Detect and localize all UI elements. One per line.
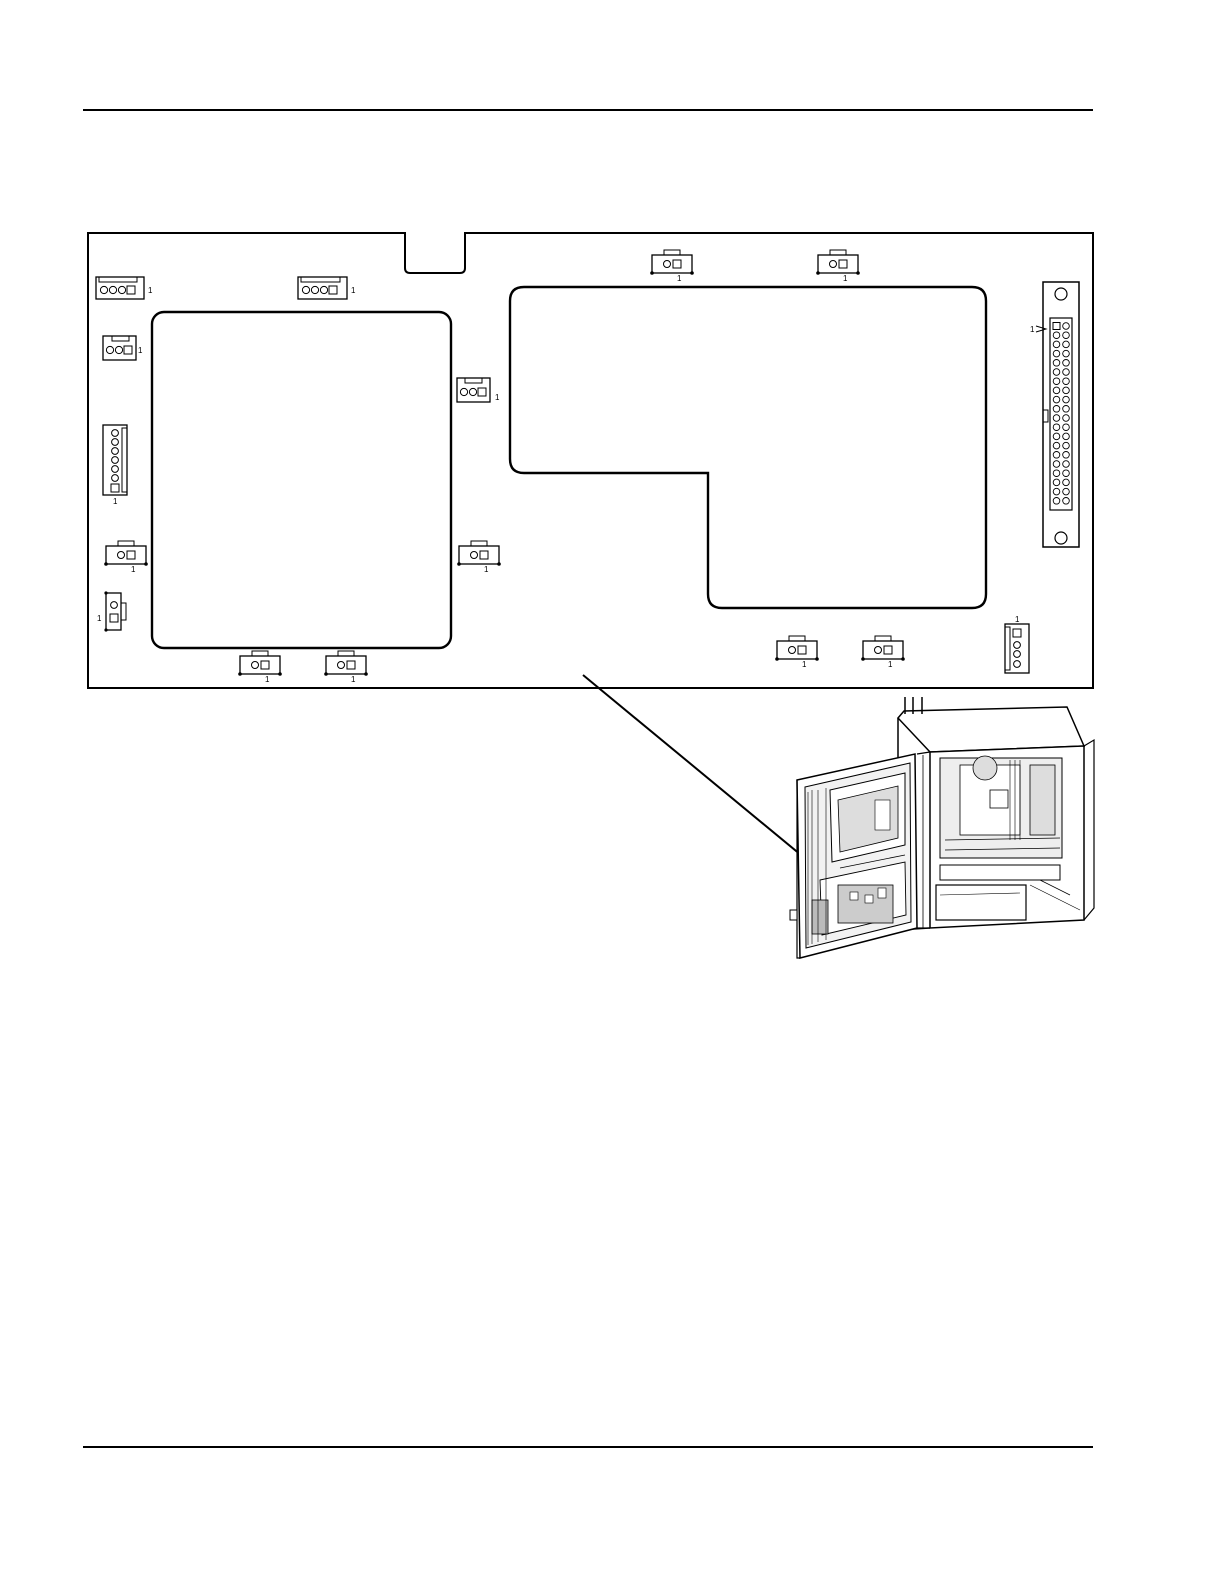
cabinet-illustration <box>790 697 1094 958</box>
two-pin-connectors: 1 1 1 1 1 1 1 1 <box>104 250 905 684</box>
connector-2pin: 1 <box>238 651 282 684</box>
connector-2pin: 1 <box>775 636 819 669</box>
ribbon-pins <box>1053 323 1069 505</box>
connector-top-left-4pin: 1 <box>96 277 153 299</box>
mount-hole-top <box>1055 288 1067 300</box>
pin-one-label: 1 <box>888 660 893 669</box>
connector-2pin: 1 <box>104 541 148 574</box>
left-component-area <box>152 312 451 648</box>
circuit-board: 1 1 1 1 <box>88 233 1093 688</box>
connector-center-3pin: 1 <box>457 378 500 402</box>
pin-one-label: 1 <box>138 346 143 355</box>
connector-right-4pin-vertical: 1 <box>1005 615 1029 673</box>
connector-left-2pin-vertical: 1 <box>97 591 126 631</box>
ribbon-header-connector: 1 <box>1030 282 1079 547</box>
connector-2pin: 1 <box>816 250 860 283</box>
connector-2pin: 1 <box>457 541 501 574</box>
pin-one-label: 1 <box>843 274 848 283</box>
right-component-area <box>510 287 986 608</box>
connector-left-3pin: 1 <box>103 336 143 360</box>
connector-2pin: 1 <box>650 250 694 283</box>
pin-one-label: 1 <box>351 286 356 295</box>
pin-one-label: 1 <box>484 565 489 574</box>
ribbon-pin-one-label: 1 <box>1030 325 1035 334</box>
pin-one-label: 1 <box>113 497 118 506</box>
pin-one-label: 1 <box>1015 615 1020 624</box>
pin-one-label: 1 <box>495 393 500 402</box>
connector-2pin: 1 <box>861 636 905 669</box>
pin-one-label: 1 <box>97 614 102 623</box>
connector-top-mid-4pin: 1 <box>298 277 356 299</box>
pin-one-label: 1 <box>131 565 136 574</box>
pin-one-label: 1 <box>351 675 356 684</box>
board-outline <box>88 233 1093 688</box>
pin-one-label: 1 <box>677 274 682 283</box>
pin-one-label: 1 <box>148 286 153 295</box>
connector-2pin: 1 <box>324 651 368 684</box>
mount-hole-bottom <box>1055 532 1067 544</box>
cabinet-top <box>898 707 1084 752</box>
connector-left-6pin-vertical: 1 <box>103 425 127 506</box>
pin-one-label: 1 <box>265 675 270 684</box>
pin-one-label: 1 <box>802 660 807 669</box>
